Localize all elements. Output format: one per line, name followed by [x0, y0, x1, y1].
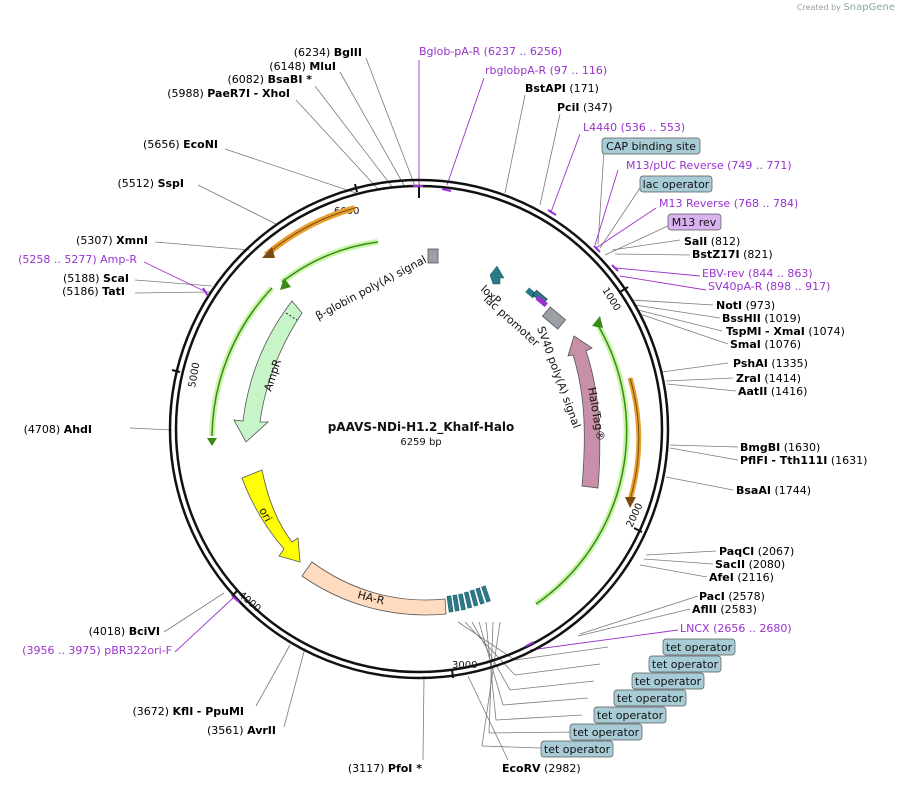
primer-pbr322ori-f: (3956 .. 3975) pBR322ori-F [22, 644, 172, 657]
green-arrowhead-1 [280, 278, 291, 290]
beta-globin-label: β-globin poly(A) signal [313, 253, 428, 323]
primer-bglob-pa-r: Bglob-pA-R (6237 .. 6256) [419, 45, 562, 58]
lac-promoter-label: lac promoter [481, 293, 542, 350]
primer-m13-puc-reverse: M13/pUC Reverse (749 .. 771) [626, 159, 792, 172]
ori-label: ori [256, 505, 274, 524]
tick-marks [171, 183, 643, 679]
globin-signal-block [427, 248, 439, 264]
enzyme-aflii: AflII (2583) [692, 603, 757, 616]
primer-amp-r: (5258 .. 5277) Amp-R [18, 253, 137, 266]
enzyme-kfli: (3672) KflI - PpuMI [132, 705, 244, 718]
primer-marks [202, 185, 619, 647]
primer-l4440: L4440 (536 .. 553) [583, 121, 685, 134]
primer-lncx: LNCX (2656 .. 2680) [680, 622, 792, 635]
primer-rbglobpa-r: rbglobpA-R (97 .. 116) [485, 64, 607, 77]
enzyme-bglii: (6234) BglII [294, 46, 362, 59]
enzyme-bstz17i: BstZ17I (821) [692, 248, 773, 261]
primer-leader-lines [143, 60, 707, 653]
primer-ebv-rev: EBV-rev (844 .. 863) [702, 267, 813, 280]
tet-operator-label-7: tet operator [544, 743, 611, 756]
enzyme-sspi: (5512) SspI [117, 177, 184, 190]
enzyme-pcii: PciI (347) [557, 101, 613, 114]
tet-operator-label-1: tet operator [666, 641, 733, 654]
enzyme-ahdi: (4708) AhdI [24, 423, 92, 436]
m13-rev-label: M13 rev [672, 216, 717, 229]
ampr-feature [233, 300, 303, 443]
enzyme-noti: NotI (973) [716, 299, 775, 312]
har-feature [301, 561, 447, 616]
green-arrowhead-2 [207, 438, 217, 446]
tet-operator-label-3: tet operator [635, 675, 702, 688]
orange-arrowhead-left [262, 247, 275, 258]
enzyme-mlui: (6148) MluI [269, 60, 336, 73]
enzyme-zrai: ZraI (1414) [736, 372, 801, 385]
tet-operator-blocks [446, 585, 491, 613]
enzyme-afei: AfeI (2116) [709, 571, 774, 584]
snapgene-watermark: Created by SnapGene [796, 2, 895, 13]
orange-arrowhead-right [625, 497, 636, 508]
enzyme-paer7i: (5988) PaeR7I - XhoI [167, 87, 290, 100]
enzyme-sacii: SacII (2080) [715, 558, 785, 571]
enzyme-bcivi: (4018) BciVI [89, 625, 160, 638]
enzyme-bsshii: BssHII (1019) [722, 312, 801, 325]
enzyme-smai: SmaI (1076) [730, 338, 801, 351]
tet-operator-label-5: tet operator [597, 709, 664, 722]
tet-leader-lines [457, 149, 671, 750]
primer-m13-reverse: M13 Reverse (768 .. 784) [659, 197, 798, 210]
boxed-feature-labels: CAP binding site lac operator M13 rev te… [540, 137, 736, 758]
enzyme-labels: (6234) BglII (6148) MluI (6082) BsaBI * … [24, 46, 868, 775]
enzyme-bmgbi: BmgBI (1630) [740, 441, 820, 454]
enzyme-pflfi: PflFI - Tth111I (1631) [740, 454, 867, 467]
enzyme-paci: PacI (2578) [699, 590, 765, 603]
enzyme-econi: (5656) EcoNI [143, 138, 218, 151]
green-arrowhead-3 [592, 316, 603, 328]
tick-3000: 3000 [452, 660, 477, 671]
tet-operator-label-6: tet operator [573, 726, 640, 739]
green-arcs [209, 239, 630, 607]
enzyme-bsabi: (6082) BsaBI * [228, 73, 313, 86]
tet-operator-label-2: tet operator [652, 658, 719, 671]
loxp-arrow [489, 265, 505, 285]
halotag-feature [567, 335, 601, 489]
lac-operator-label: lac operator [643, 178, 710, 191]
enzyme-sali: SalI (812) [684, 235, 740, 248]
enzyme-bsaai: BsaAI (1744) [736, 484, 811, 497]
primer-labels: Bglob-pA-R (6237 .. 6256) rbglobpA-R (97… [18, 45, 830, 657]
enzyme-paqci: PaqCI (2067) [719, 545, 794, 558]
enzyme-pshai: PshAI (1335) [733, 357, 808, 370]
tet-operator-label-4: tet operator [617, 692, 684, 705]
primer-sv40pa-r: SV40pA-R (898 .. 917) [708, 280, 830, 293]
enzyme-pfoi: (3117) PfoI * [348, 762, 422, 775]
enzyme-avrii: (3561) AvrII [207, 724, 276, 737]
enzyme-leader-lines [129, 57, 739, 761]
enzyme-scai: (5188) ScaI [63, 272, 129, 285]
plasmid-name: pAAVS-NDi-H1.2_KhaIf-Halo [328, 420, 515, 435]
enzyme-aatii: AatII (1416) [738, 385, 807, 398]
tick-5000: 5000 [187, 362, 202, 389]
enzyme-tati: (5186) TatI [62, 285, 125, 298]
har-label: HA-R [356, 588, 386, 607]
lac-promoter-cluster [525, 287, 567, 330]
plasmid-size: 6259 bp [400, 437, 441, 448]
ori-feature [241, 469, 301, 563]
cap-binding-site-label: CAP binding site [606, 140, 696, 153]
enzyme-tspmi: TspMI - XmaI (1074) [726, 325, 845, 338]
enzyme-xmni: (5307) XmnI [76, 234, 148, 247]
enzyme-bstapi: BstAPI (171) [525, 82, 599, 95]
enzyme-ecorv: EcoRV (2982) [502, 762, 581, 775]
